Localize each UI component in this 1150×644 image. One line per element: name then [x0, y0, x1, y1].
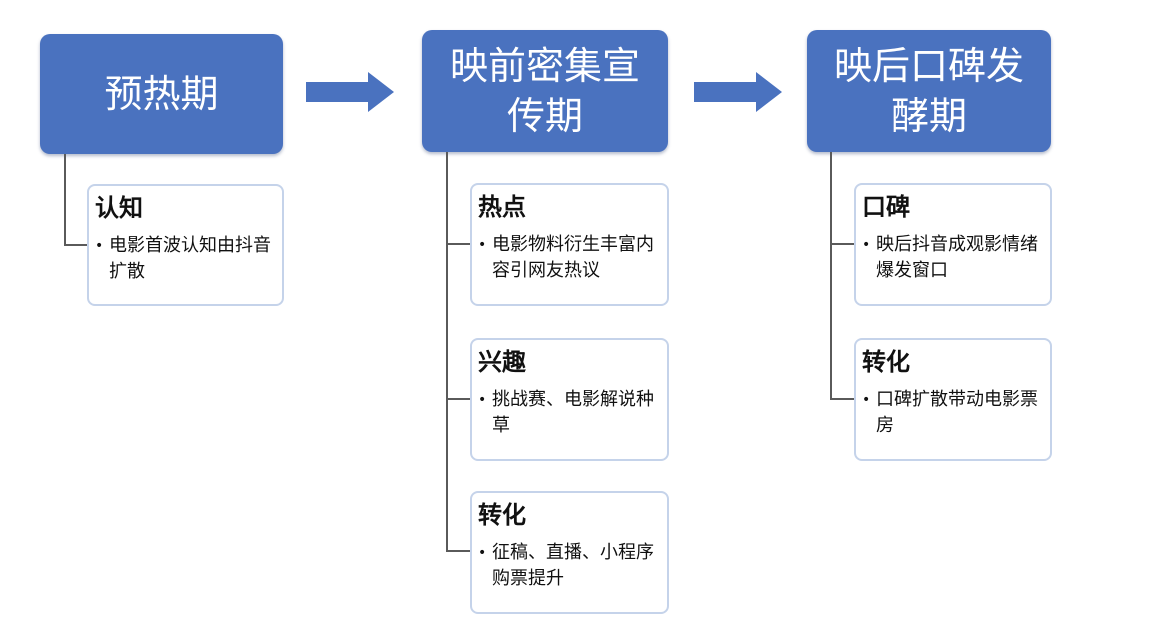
connector-vertical — [830, 152, 832, 400]
sub-card-bullet-text: 征稿、直播、小程序购票提升 — [492, 542, 654, 589]
bullet-icon: • — [862, 392, 871, 408]
bullet-icon: • — [478, 392, 487, 408]
sub-card-title: 兴趣 — [478, 348, 526, 376]
stage-title-line: 传期 — [506, 94, 583, 138]
sub-card-cognition: 认知 • 电影首波认知由抖音扩散 — [87, 184, 284, 306]
sub-card-conversion: 转化 • 征稿、直播、小程序购票提升 — [470, 491, 669, 614]
sub-card-bullet-text: 映后抖音成观影情绪爆发窗口 — [876, 234, 1038, 281]
sub-card-title: 转化 — [478, 501, 526, 529]
stage-title-line: 映前密集宣 — [449, 44, 640, 88]
sub-card-interest: 兴趣 • 挑战赛、电影解说种草 — [470, 338, 669, 461]
stage-title-line: 预热期 — [104, 72, 219, 116]
sub-card-title: 热点 — [478, 193, 526, 221]
stage-box-pre-release: 映前密集宣 传期 — [422, 30, 668, 152]
stage-box-preheat: 预热期 — [40, 34, 283, 154]
stage-arrow-1 — [306, 72, 394, 112]
bullet-icon: • — [95, 238, 104, 254]
connector-horizontal — [446, 550, 471, 552]
sub-card-title: 转化 — [862, 348, 910, 376]
connector-vertical — [446, 152, 448, 552]
bullet-icon: • — [478, 237, 487, 253]
stage-box-post-release: 映后口碑发 酵期 — [807, 30, 1051, 152]
sub-card-bullet-text: 电影物料衍生丰富内容引网友热议 — [492, 234, 654, 281]
sub-card-hotspot: 热点 • 电影物料衍生丰富内容引网友热议 — [470, 183, 669, 306]
stage-title-line: 酵期 — [890, 94, 967, 138]
connector-horizontal — [830, 398, 855, 400]
connector-vertical — [64, 154, 66, 246]
stage-arrow-2 — [694, 72, 782, 112]
sub-card-title: 口碑 — [862, 193, 910, 221]
stage-title-line: 映后口碑发 — [833, 44, 1024, 88]
bullet-icon: • — [478, 545, 487, 561]
bullet-icon: • — [862, 237, 871, 253]
sub-card-bullet-text: 挑战赛、电影解说种草 — [492, 389, 654, 436]
sub-card-title: 认知 — [95, 194, 143, 222]
connector-horizontal — [830, 243, 855, 245]
sub-card-bullet-text: 口碑扩散带动电影票房 — [876, 389, 1038, 436]
sub-card-word-of-mouth: 口碑 • 映后抖音成观影情绪爆发窗口 — [854, 183, 1052, 306]
sub-card-box-office-conversion: 转化 • 口碑扩散带动电影票房 — [854, 338, 1052, 461]
sub-card-bullet-text: 电影首波认知由抖音扩散 — [109, 235, 271, 282]
connector-horizontal — [446, 243, 471, 245]
connector-horizontal — [446, 398, 471, 400]
connector-horizontal — [64, 244, 88, 246]
